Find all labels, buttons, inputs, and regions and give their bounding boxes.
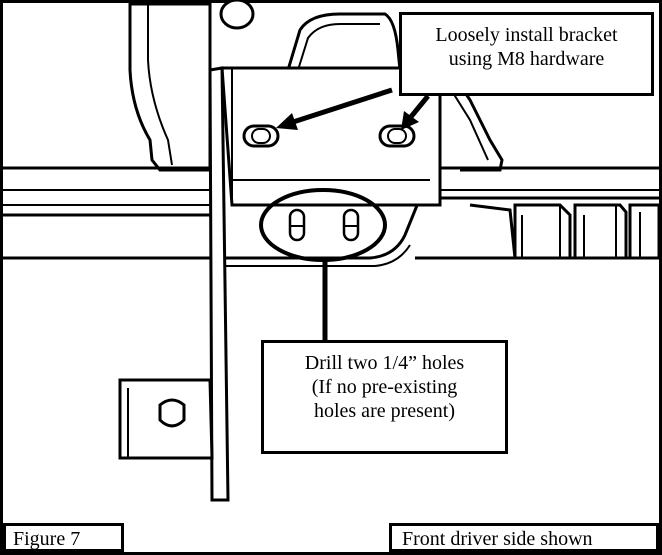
callout-arrowhead — [276, 113, 298, 130]
frame-block — [469, 203, 517, 260]
callout-line: Loosely install bracket — [435, 24, 618, 46]
figure-label: Figure 7 — [3, 523, 124, 552]
rail-lower — [220, 197, 422, 260]
view-label: Front driver side shown — [389, 523, 659, 552]
callout-arrowhead — [401, 111, 419, 130]
callout-line: (If no pre-existing — [311, 376, 458, 398]
upper-housing-rib-inner — [297, 23, 380, 71]
m8-slot-inner — [387, 128, 407, 144]
callout-line: Drill two 1/4” holes — [304, 352, 465, 374]
frame-block — [513, 203, 572, 260]
upper-housing-slot — [219, 0, 255, 30]
frame-block — [628, 203, 661, 260]
upper-housing-inner — [147, 4, 173, 166]
callout-line: holes are present) — [313, 400, 456, 422]
frame-block — [573, 203, 628, 260]
drill-holes-callout: Drill two 1/4” holes (If no pre-existing… — [261, 340, 508, 454]
callout-line: using M8 hardware — [448, 48, 605, 70]
install-bracket-callout: Loosely install bracket using M8 hardwar… — [399, 12, 654, 96]
bracket-plate — [220, 66, 442, 207]
callout-arrow — [408, 94, 430, 120]
callout-arrow — [289, 87, 393, 126]
bracket-leg — [208, 66, 230, 502]
m8-slot-inner — [251, 128, 271, 144]
rail-lower-inner — [225, 244, 411, 267]
bracket-tab-slot — [158, 398, 186, 428]
upper-housing-rib — [286, 12, 402, 71]
upper-housing — [128, 2, 212, 172]
